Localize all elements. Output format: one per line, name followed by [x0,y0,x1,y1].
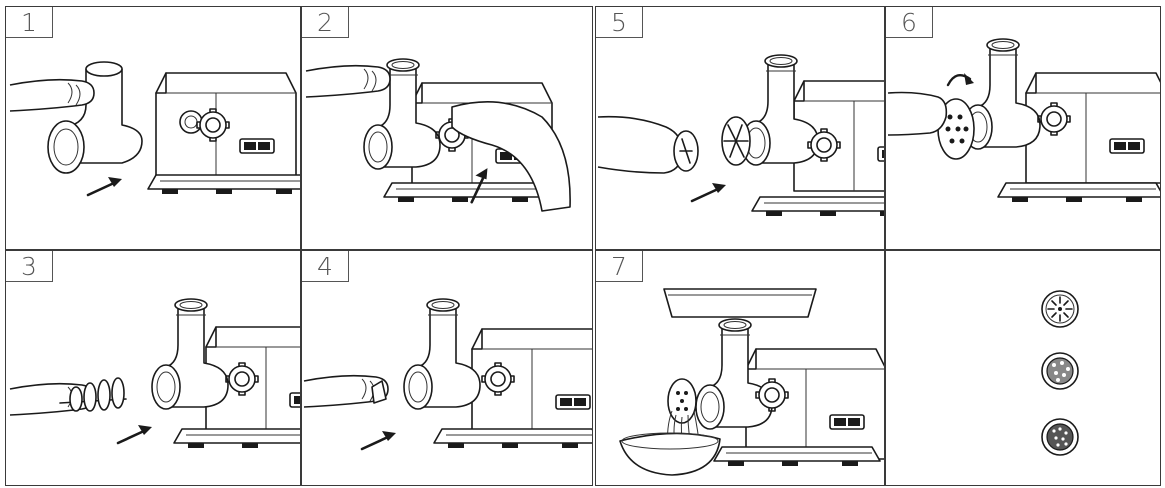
step-number-2: 2 [302,7,349,38]
panel-step-5: 5 [595,6,885,250]
step-number-6: 6 [886,7,933,38]
illustration-step-4 [303,298,592,451]
illustration-step-1 [9,61,300,197]
step-number-3: 3 [6,251,53,282]
illustration-step-2 [305,58,571,212]
illustration-step-5 [597,54,884,217]
coarse-plate [1041,290,1079,328]
panel-step-7: 7 [595,250,885,486]
medium-plate [1041,352,1079,390]
step-number-7: 7 [596,251,643,282]
illustration-step-7 [619,288,884,476]
illustration-step-6 [887,38,1160,203]
panel-step-4: 4 [301,250,593,486]
fine-plate [1041,418,1079,456]
step-number-4: 4 [302,251,349,282]
panel-step-1: 1 [5,6,301,250]
illustration-cutting-plates [1041,290,1079,456]
panel-step-2: 2 [301,6,593,250]
step-number-1: 1 [6,7,53,38]
illustration-step-3 [9,298,300,449]
step-number-5: 5 [596,7,643,38]
panel-step-6: 6 [885,6,1161,250]
panel-step-3: 3 [5,250,301,486]
panel-plates [885,250,1161,486]
